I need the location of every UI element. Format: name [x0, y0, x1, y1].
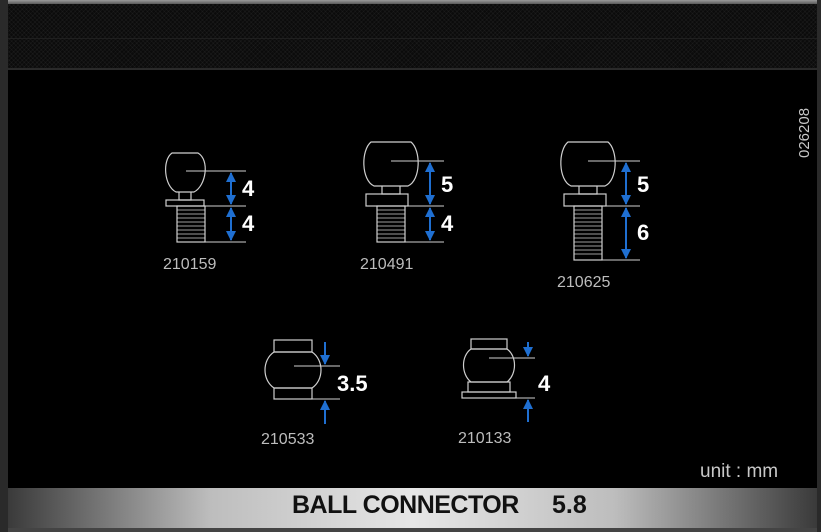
- part-number: 210133: [458, 430, 512, 447]
- header-divider: [8, 38, 817, 39]
- part-210133: 4: [461, 338, 551, 422]
- bottom-strip: [8, 528, 817, 532]
- part-number: 210533: [261, 431, 315, 448]
- footer-version: 5.8: [552, 491, 587, 519]
- part-number: 210625: [557, 274, 611, 291]
- footer-title: BALL CONNECTOR: [292, 491, 519, 519]
- ball-outline: [461, 338, 517, 399]
- header-band: [8, 4, 817, 68]
- ball-height-label: 5: [441, 172, 453, 197]
- extension-lines: [186, 170, 246, 243]
- extension-lines: [489, 357, 535, 399]
- part-number: 210159: [163, 256, 217, 273]
- part-number: 210491: [360, 256, 414, 273]
- ball-stud-outline: [560, 141, 616, 261]
- extension-lines: [588, 160, 640, 261]
- height-label: 3.5: [337, 371, 368, 396]
- unit-label: unit : mm: [700, 461, 779, 482]
- extension-lines: [391, 160, 444, 243]
- part-210159: 4 4: [165, 152, 255, 243]
- ball-height-label: 5: [637, 172, 649, 197]
- diagram-area: [8, 70, 817, 488]
- extension-lines: [294, 365, 340, 400]
- height-label: 4: [538, 371, 551, 396]
- thread-length-label: 6: [637, 220, 649, 245]
- part-210625: 5 6: [560, 141, 649, 261]
- thread-length-label: 4: [242, 211, 255, 236]
- ball-stud-outline: [363, 141, 419, 243]
- thread-length-label: 4: [441, 211, 454, 236]
- ball-outline: [264, 339, 322, 400]
- part-210533: 3.5: [264, 339, 368, 424]
- part-210491: 5 4: [363, 141, 454, 243]
- top-strip: [8, 0, 817, 4]
- ball-height-label: 4: [242, 176, 255, 201]
- catalog-code: 026208: [796, 107, 813, 158]
- footer-bar: [8, 488, 817, 528]
- ball-stud-outline: [165, 152, 206, 243]
